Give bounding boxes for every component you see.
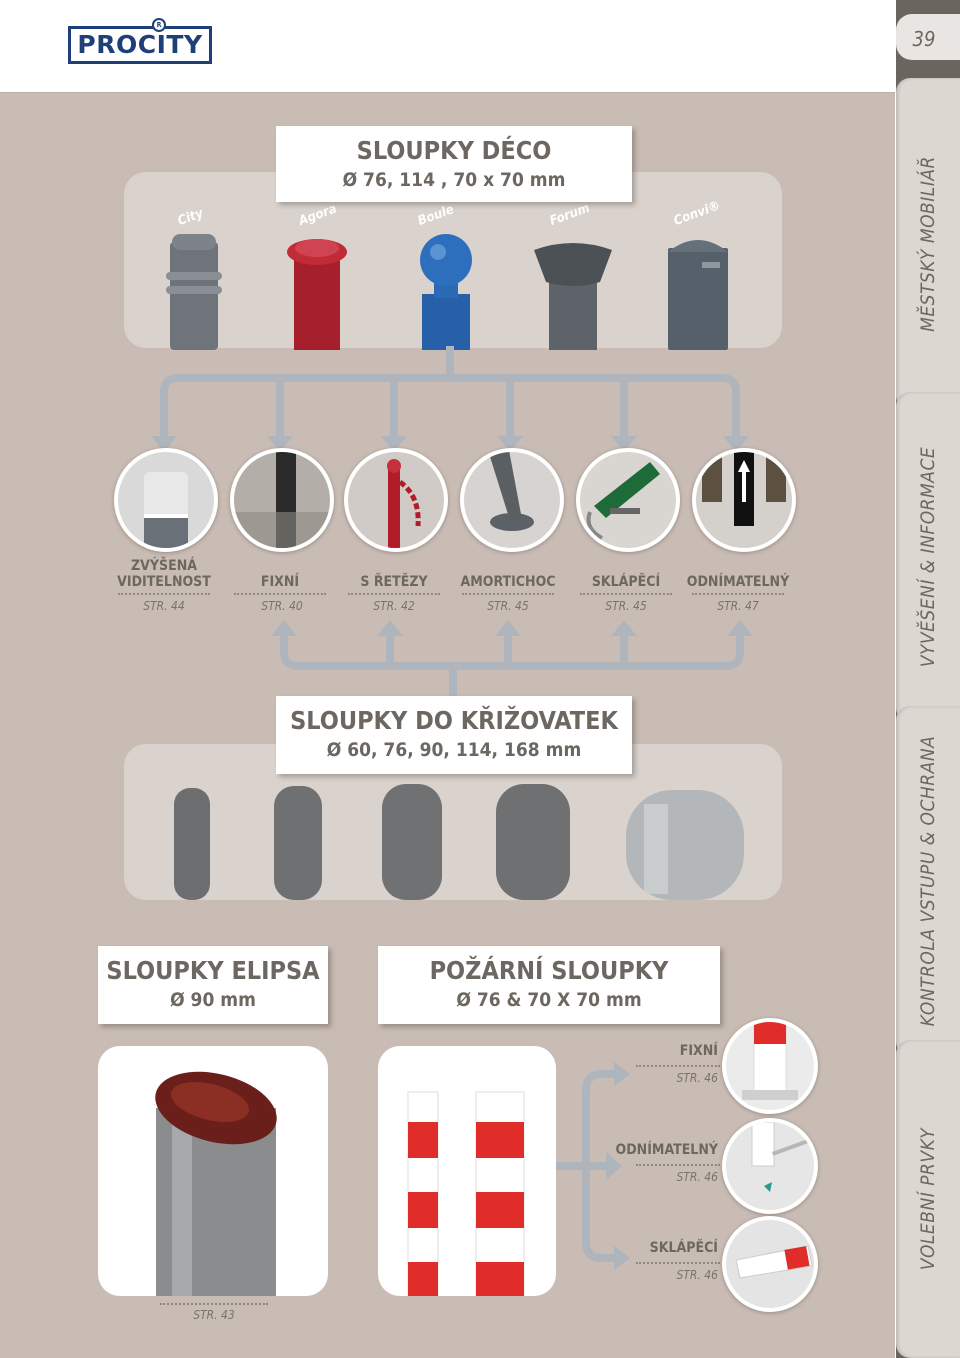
tab-label: MĚSTSKÝ MOBILIÁŘ: [917, 156, 939, 332]
option-removable-image: [692, 448, 796, 552]
option-amortichoc-label: AMORTICHOC: [460, 574, 556, 590]
deco-connector-arrows: [151, 346, 749, 452]
fire-title: POŽÁRNÍ SLOUPKY: [429, 956, 669, 985]
fire-fixed-image: [722, 1018, 818, 1114]
deco-title: SLOUPKY DÉCO: [356, 136, 552, 165]
option-divider: [118, 593, 210, 595]
fire-title-box: POŽÁRNÍ SLOUPKY Ø 76 & 70 X 70 mm: [378, 946, 720, 1024]
crossroads-connector-arrows: [271, 620, 753, 700]
elipsa-panel: [98, 1046, 328, 1296]
option-folding-label: SKLÁPĚCÍ: [591, 574, 661, 590]
page-number: 39: [912, 27, 936, 51]
forum-bollard: [534, 243, 612, 350]
option-visibility-image: [114, 448, 218, 552]
deco-subtitle: Ø 76, 114 , 70 x 70 mm: [342, 169, 566, 191]
option-removable-ref[interactable]: STR. 47: [717, 599, 759, 613]
page-number-tab: [896, 14, 960, 60]
fire-connector-arrows: [556, 1062, 630, 1270]
option-divider: [234, 593, 326, 595]
fire-divider: [636, 1164, 720, 1166]
fire-panel: [378, 1046, 556, 1297]
city-bollard: [166, 234, 222, 350]
option-label-line1: ZVÝŠENÁ: [131, 558, 197, 574]
fire-subtitle: Ø 76 & 70 X 70 mm: [456, 989, 642, 1011]
fire-fixed-ref[interactable]: STR. 46: [676, 1071, 718, 1085]
sidebar: MĚSTSKÝ MOBILIÁŘ VYVĚŠENÍ & INFORMACE KO…: [896, 0, 960, 1358]
fire-removable-ref[interactable]: STR. 46: [676, 1170, 718, 1184]
crossroads-title-box: SLOUPKY DO KŘIŽOVATEK Ø 60, 76, 90, 114,…: [276, 696, 632, 774]
registered-mark: R: [152, 18, 166, 32]
fire-fixed-label: FIXNÍ: [679, 1043, 718, 1059]
option-divider: [580, 593, 672, 595]
tab-label: VOLEBNÍ PRVKY: [917, 1127, 939, 1271]
fire-folding-image: [722, 1216, 818, 1312]
crossroads-title: SLOUPKY DO KŘIŽOVATEK: [290, 706, 618, 735]
fire-bollards-illustration: [407, 1091, 525, 1297]
elipsa-ref[interactable]: STR. 43: [193, 1308, 235, 1322]
option-divider: [692, 593, 784, 595]
deco-bollards-illustration: [166, 234, 728, 350]
convi-bollard: [668, 240, 728, 350]
fire-removable-image: [722, 1118, 818, 1214]
option-amortichoc-ref[interactable]: STR. 45: [487, 599, 529, 613]
option-visibility-ref[interactable]: STR. 44: [143, 599, 185, 613]
tab-label: VYVĚŠENÍ & INFORMACE: [917, 446, 939, 668]
deco-title-box: SLOUPKY DÉCO Ø 76, 114 , 70 x 70 mm: [276, 126, 632, 202]
option-visibility-label: ZVÝŠENÁ VIDITELNOST: [112, 558, 216, 590]
option-chain-image: [344, 448, 448, 552]
option-divider: [348, 593, 440, 595]
tab-vyveseni-informace[interactable]: VYVĚŠENÍ & INFORMACE: [896, 392, 960, 722]
tab-volebni-prvky[interactable]: VOLEBNÍ PRVKY: [896, 1040, 960, 1358]
crossroads-subtitle: Ø 60, 76, 90, 114, 168 mm: [326, 739, 582, 761]
elipsa-divider: [160, 1303, 268, 1305]
tab-kontrola-vstupu[interactable]: KONTROLA VSTUPU & OCHRANA: [896, 706, 960, 1056]
fire-removable-label: ODNÍMATELNÝ: [615, 1142, 718, 1158]
fire-folding-label: SKLÁPĚCÍ: [649, 1240, 718, 1256]
option-removable-label: ODNÍMATELNÝ: [686, 574, 790, 590]
procity-logo: PROCITY: [68, 26, 212, 64]
tab-label: KONTROLA VSTUPU & OCHRANA: [917, 735, 939, 1027]
elipsa-title-box: SLOUPKY ELIPSA Ø 90 mm: [98, 946, 328, 1024]
boule-bollard: [420, 234, 472, 350]
header-divider: [0, 92, 895, 93]
crossroads-bollards-illustration: [174, 784, 744, 900]
elipsa-bollard-illustration: [155, 1071, 277, 1296]
elipsa-title: SLOUPKY ELIPSA: [106, 956, 320, 985]
option-folding-ref[interactable]: STR. 45: [605, 599, 647, 613]
option-amortichoc-image: [460, 448, 564, 552]
option-divider: [462, 593, 554, 595]
tab-mestsky-mobiliar[interactable]: MĚSTSKÝ MOBILIÁŘ: [896, 78, 960, 410]
fire-divider: [636, 1262, 720, 1264]
option-label-line2: VIDITELNOST: [117, 574, 211, 590]
fire-divider: [636, 1065, 720, 1067]
logo-text: PROCITY: [77, 30, 203, 59]
elipsa-subtitle: Ø 90 mm: [170, 989, 256, 1011]
option-fixed-image: [230, 448, 334, 552]
option-fixed-ref[interactable]: STR. 40: [261, 599, 303, 613]
agora-bollard: [287, 239, 347, 350]
option-chain-ref[interactable]: STR. 42: [373, 599, 415, 613]
option-fixed-label: FIXNÍ: [260, 574, 300, 590]
fire-folding-ref[interactable]: STR. 46: [676, 1268, 718, 1282]
option-folding-image: [576, 448, 680, 552]
option-chain-label: S ŘETĚZY: [360, 574, 428, 590]
